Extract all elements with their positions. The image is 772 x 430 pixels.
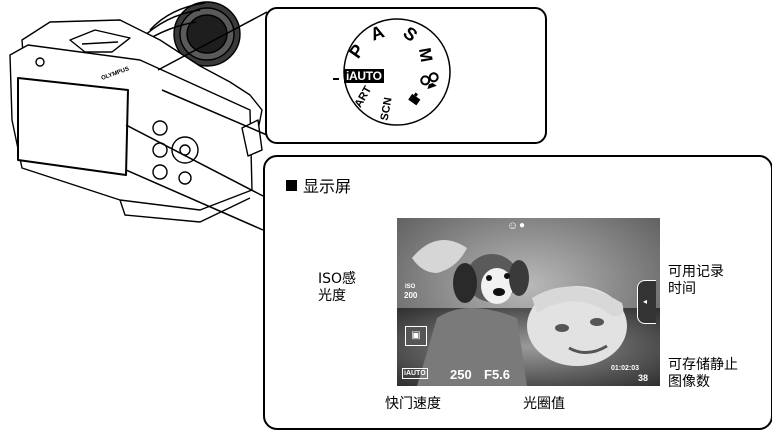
iso-callout-label: ISO感 光度 <box>318 271 357 304</box>
movie-mode-icon <box>420 72 439 90</box>
scene-mode-icon <box>408 92 421 106</box>
shutter-speed-value: 250 <box>450 367 472 382</box>
face-detect-icon: ☺ <box>507 220 519 232</box>
hot-shoe <box>69 29 131 53</box>
record-time-callout-label: 可用记录 时间 <box>668 264 724 297</box>
title-square-icon <box>286 179 297 191</box>
shots-left-value: 38 <box>638 373 649 383</box>
mode-badge: iAUTO <box>402 368 428 379</box>
drive-mode-icon: ▣ <box>405 326 427 346</box>
aperture-value: F5.6 <box>484 367 511 382</box>
aperture-callout-label: 光圈值 <box>523 396 565 412</box>
mic-icon: ● <box>519 220 526 231</box>
camera-lcd <box>17 77 129 176</box>
touch-tab-icon[interactable]: ◂ <box>637 280 656 324</box>
monitor-title: 显示屏 <box>286 173 351 197</box>
iso-value: 200 <box>404 291 418 300</box>
sample-photo <box>397 218 660 386</box>
iso-label: ISO <box>405 284 416 290</box>
monitor-screen: ☺ ● ISO 200 ▣ ◂ iAUTO 250 F5.6 01:02:03 … <box>397 218 660 386</box>
camera-illustration: OLYMPUS <box>9 1 263 223</box>
shots-callout-label: 可存储静止 图像数 <box>668 357 738 390</box>
mode-dial-callout: iAUTO P A S M ART SCN <box>265 7 547 144</box>
shutter-callout-label: 快门速度 <box>385 396 441 412</box>
record-time-value: 01:02:03 <box>611 365 640 372</box>
dial-iauto-label: iAUTO <box>344 69 384 83</box>
monitor-title-text: 显示屏 <box>303 177 352 196</box>
